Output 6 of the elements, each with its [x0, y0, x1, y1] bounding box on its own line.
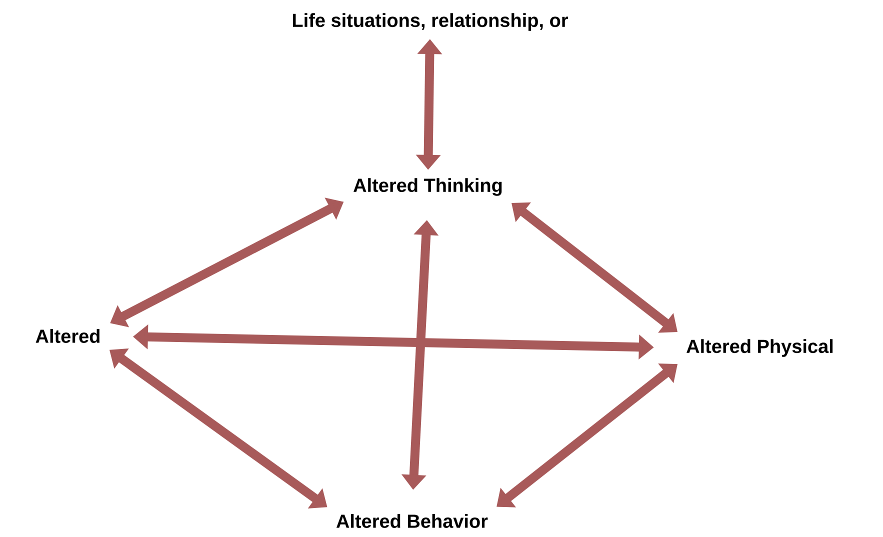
node-label: Life situations, relationship, or — [292, 13, 568, 31]
node-label: Altered Behavior — [336, 514, 488, 528]
node-label: Altered — [36, 329, 100, 343]
double-arrow — [512, 202, 678, 333]
node-label: Altered Thinking — [354, 178, 502, 196]
node-label: Altered Physical — [686, 339, 833, 357]
